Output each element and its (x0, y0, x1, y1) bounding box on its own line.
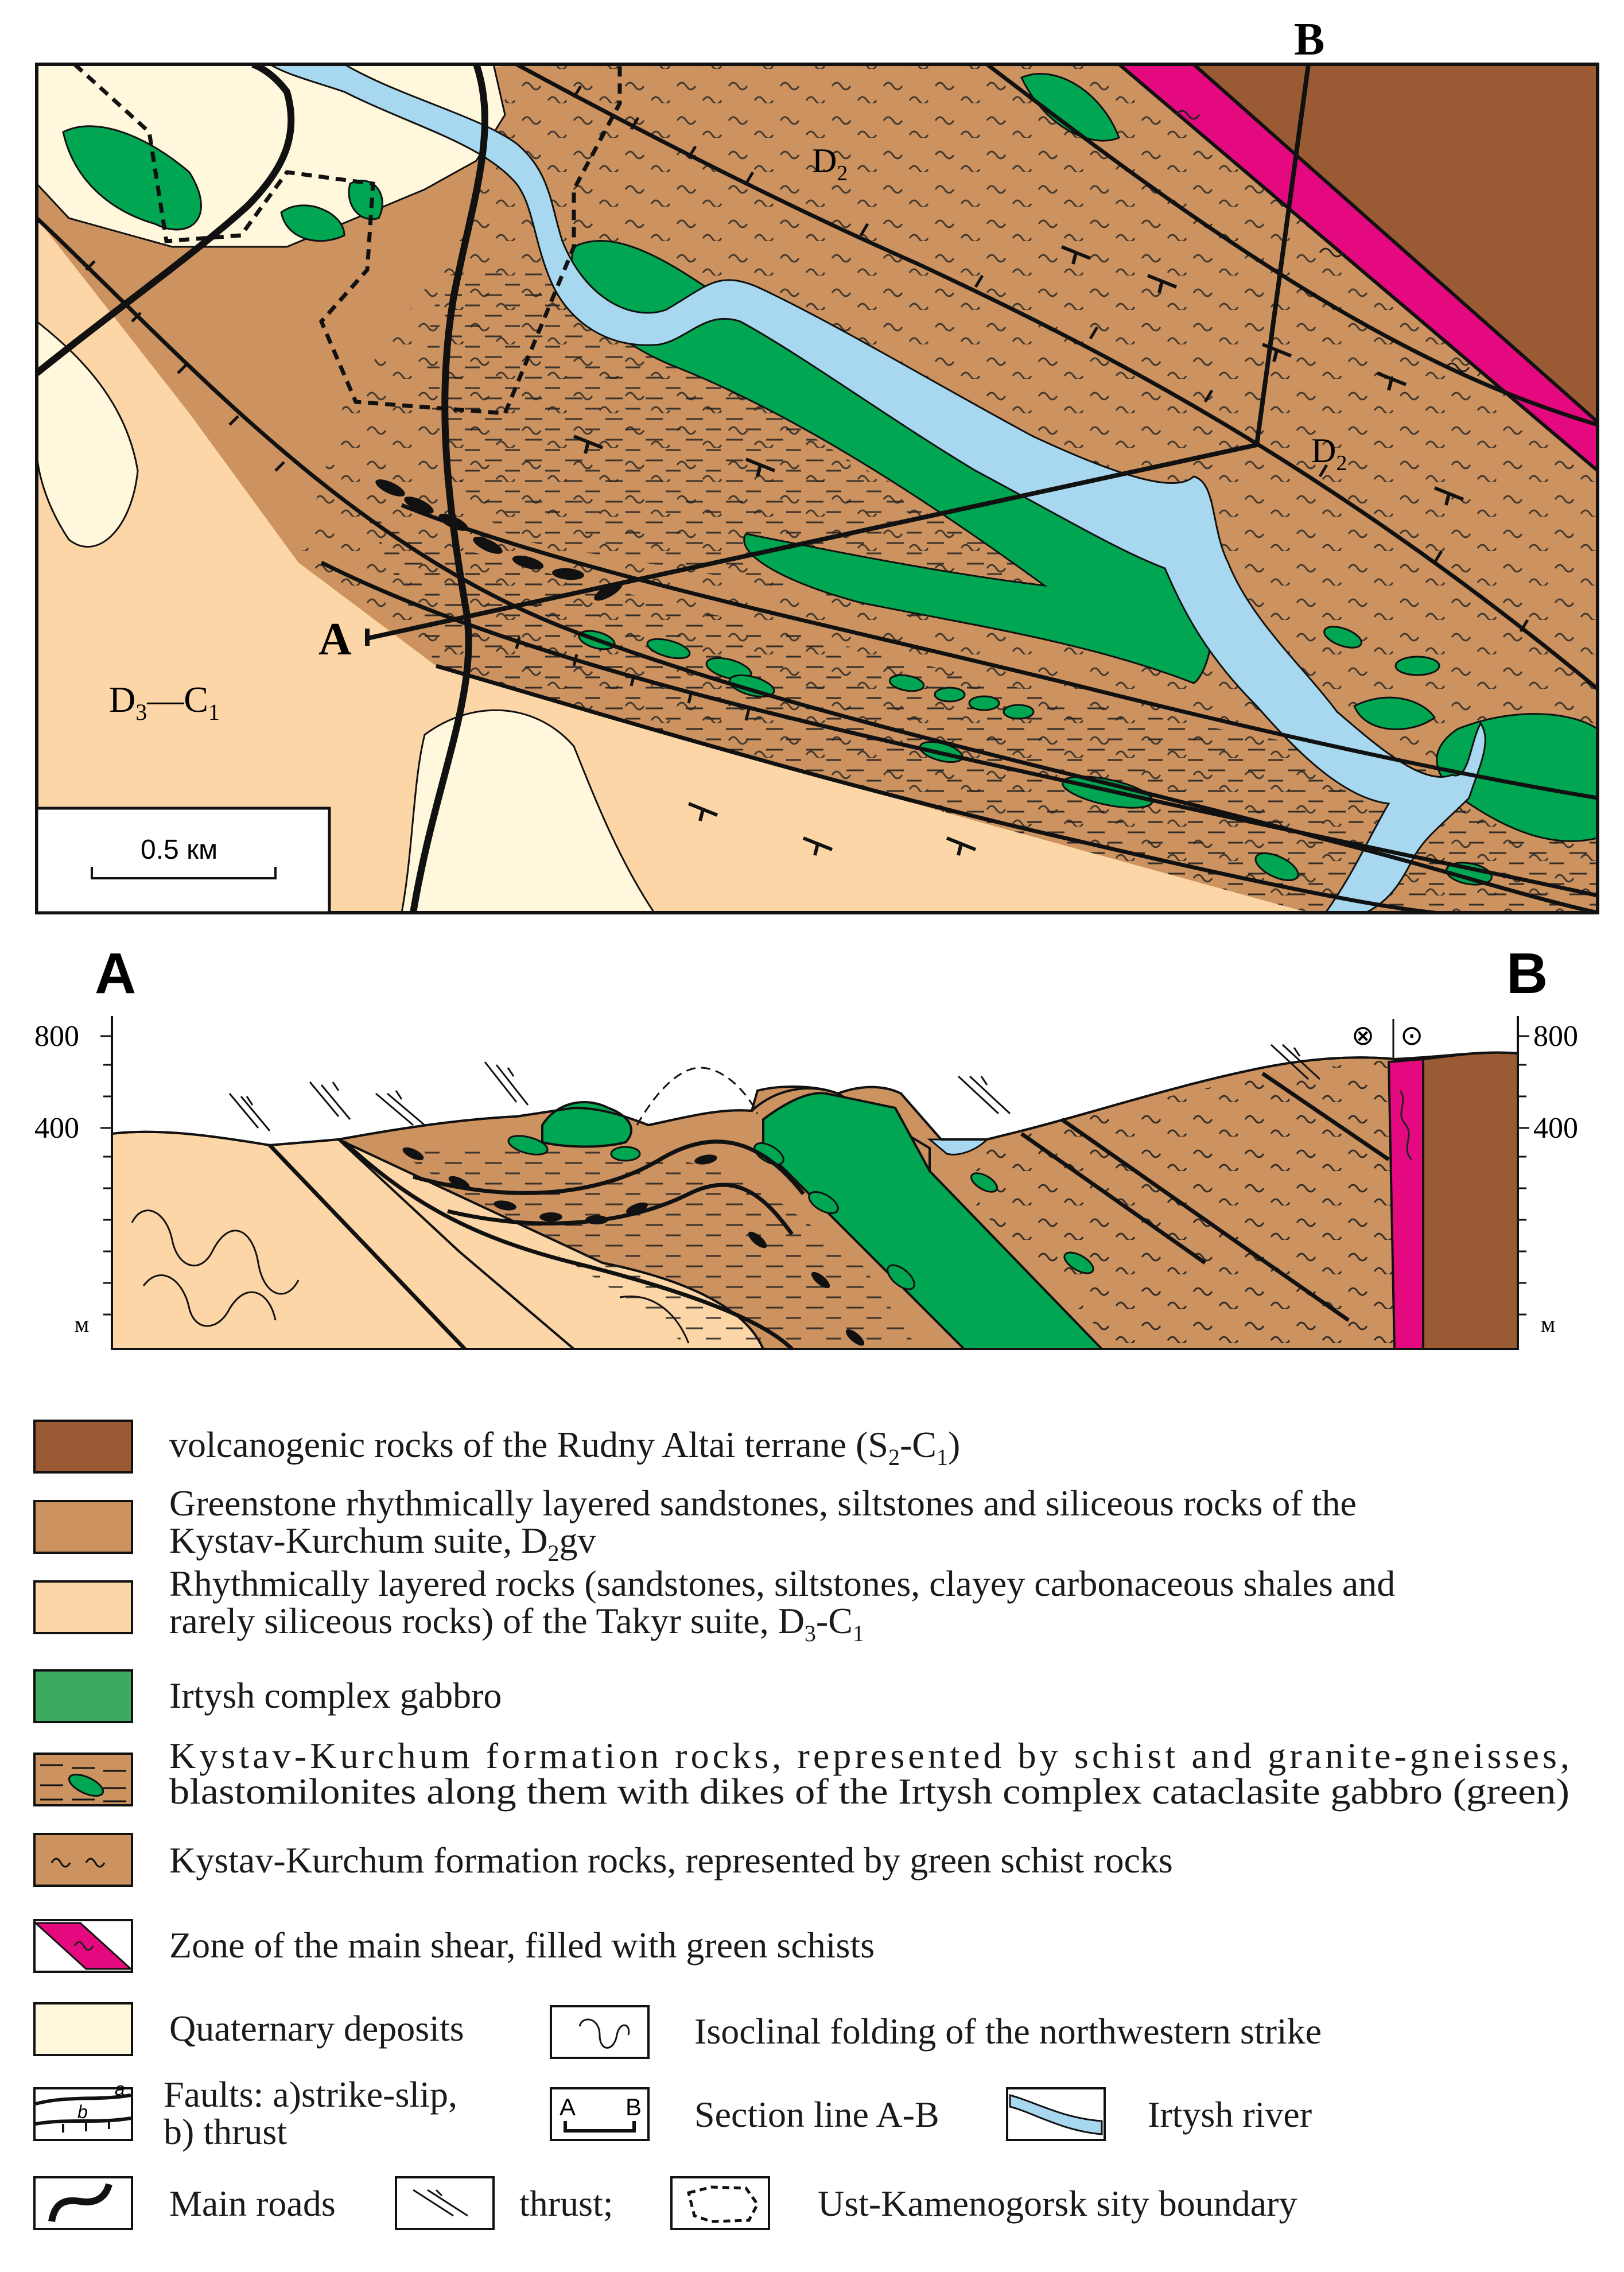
map-section-line (367, 64, 1311, 641)
map-label-b: B (1294, 14, 1324, 65)
legend-text-faults-1: Faults: a)strike-slip, (164, 2074, 457, 2115)
legend-text-quaternary: Quaternary deposits (169, 2008, 464, 2049)
map-gabbro-small-1 (280, 204, 345, 242)
legend-swatch-blastomylonite (33, 1753, 133, 1806)
map-irtysh-river (268, 64, 1486, 913)
legend-text-shear: Zone of the main shear, filled with gree… (169, 1925, 875, 1965)
map-gabbro-east (1353, 696, 1436, 730)
legend-swatch-section-line: A B (550, 2087, 650, 2141)
legend-swatch-quaternary (33, 2002, 133, 2056)
legend-swatch-schist (33, 1833, 133, 1887)
map-fault-lines (37, 64, 1598, 913)
map-gabbro-top (1020, 73, 1120, 142)
legend-swatch-kystav (33, 1500, 133, 1554)
legend-text-takyr-2: rarely siliceous rocks) of the Takyr sui… (169, 1600, 864, 1646)
section-topography (111, 1051, 1518, 1147)
map-shear-zone (1116, 64, 1598, 473)
legend-fault-b: b (77, 2102, 88, 2122)
map-frame (35, 63, 1599, 914)
section-kystav-dashed-overlay (402, 1147, 918, 1349)
legend-text-roads: Main roads (169, 2183, 336, 2224)
map-quaternary-patch-south (401, 709, 655, 913)
section-tick-400-right: 400 (1533, 1112, 1578, 1145)
legend-text-takyr-1: Rhythmically layered rocks (sandstones, … (169, 1563, 1395, 1604)
section-tick-400-left: 400 (34, 1112, 79, 1145)
cross-section: A B 800 400 800 400 м м (34, 941, 1578, 1351)
legend-text-kystav-2: Kystav-Kurchum suite, D2gv (169, 1520, 596, 1566)
legend-swatch-isoclinal (550, 2005, 650, 2059)
legend-swatch-shear (33, 1919, 133, 1973)
legend-text-volcanic: volcanogenic rocks of the Rudny Altai te… (169, 1424, 960, 1470)
section-shear-zone (1387, 1057, 1424, 1350)
map-blastomylonite-overlay (367, 517, 1598, 913)
map-main-road-central (410, 64, 488, 913)
section-fault-lines (268, 1072, 1390, 1351)
map-thrust-ticks (85, 85, 1529, 721)
section-symbol-out: ⊙ (1400, 1021, 1423, 1051)
scale-bar: 0.5 км (35, 807, 331, 914)
section-label-b: B (1506, 941, 1548, 1006)
section-gabbro-lenses (507, 1135, 1094, 1290)
legend-text-faults-2: b) thrust (164, 2111, 287, 2152)
legend-section-a: A (560, 2093, 576, 2120)
legend-text-isoclinal: Isoclinal folding of the northwestern st… (694, 2011, 1322, 2052)
map-gabbro-northwest (62, 125, 202, 231)
map-label-a: A (318, 614, 352, 665)
scale-bar-label: 0.5 км (141, 835, 217, 865)
legend-text-boundary: Ust-Kamenogorsk sity boundary (818, 2183, 1297, 2224)
section-tick-800-left: 800 (34, 1020, 79, 1053)
section-volcanic-block (1422, 1051, 1519, 1350)
legend-swatch-roads (33, 2176, 133, 2230)
legend-swatch-volcanic (33, 1420, 133, 1474)
map-unit-d2-upper: D2 (812, 142, 848, 185)
section-unit-left: м (75, 1311, 89, 1337)
section-label-a: A (95, 941, 136, 1006)
map-city-boundary (73, 64, 622, 416)
map-dashed-folds (427, 267, 1090, 620)
legend-swatch-faults: a b (33, 2079, 133, 2141)
section-symbol-into: ⊗ (1351, 1021, 1374, 1051)
section-tick-800-right: 800 (1533, 1020, 1578, 1053)
legend-text-river: Irtysh river (1148, 2094, 1312, 2135)
legend-text-section-line: Section line A-B (694, 2094, 939, 2135)
legend-text-blastomylonite-2: blastomilonites along them with dikes of… (169, 1771, 1569, 1812)
section-thrust-arrows (228, 1044, 1321, 1131)
legend-text-schist: Kystav-Kurchum formation rocks, represen… (169, 1840, 1173, 1881)
section-eroded-fold (636, 1067, 759, 1126)
section-gabbro-slab (762, 1092, 1105, 1350)
map-main-road-west (37, 64, 295, 376)
section-black-lenses (402, 1147, 865, 1346)
map-quaternary-patch-west (37, 320, 139, 548)
legend-section-b: B (625, 2093, 642, 2120)
legend-swatch-thrust (395, 2176, 495, 2230)
legend-text-blastomylonite-1: Kystav-Kurchum formation rocks, represen… (169, 1735, 1569, 1776)
legend-fault-a: a (115, 2079, 125, 2099)
legend: volcanogenic rocks of the Rudny Altai te… (33, 1420, 1569, 2230)
legend-swatch-takyr (33, 1580, 133, 1634)
legend-swatch-gabbro (33, 1669, 133, 1723)
legend-text-kystav-1: Greenstone rhythmically layered sandston… (169, 1483, 1357, 1523)
legend-text-gabbro: Irtysh complex gabbro (169, 1675, 502, 1716)
legend-swatch-boundary (670, 2176, 770, 2230)
map-strike-dip-symbols (573, 245, 1464, 856)
legend-swatch-river (1006, 2087, 1106, 2141)
map-unit-d2-right: D2 (1311, 432, 1347, 475)
section-unit-right: м (1541, 1311, 1555, 1337)
legend-text-thrust: thrust; (519, 2183, 613, 2224)
geologic-map (37, 64, 1598, 913)
map-unit-d3-c1: D3—C1 (109, 679, 220, 725)
